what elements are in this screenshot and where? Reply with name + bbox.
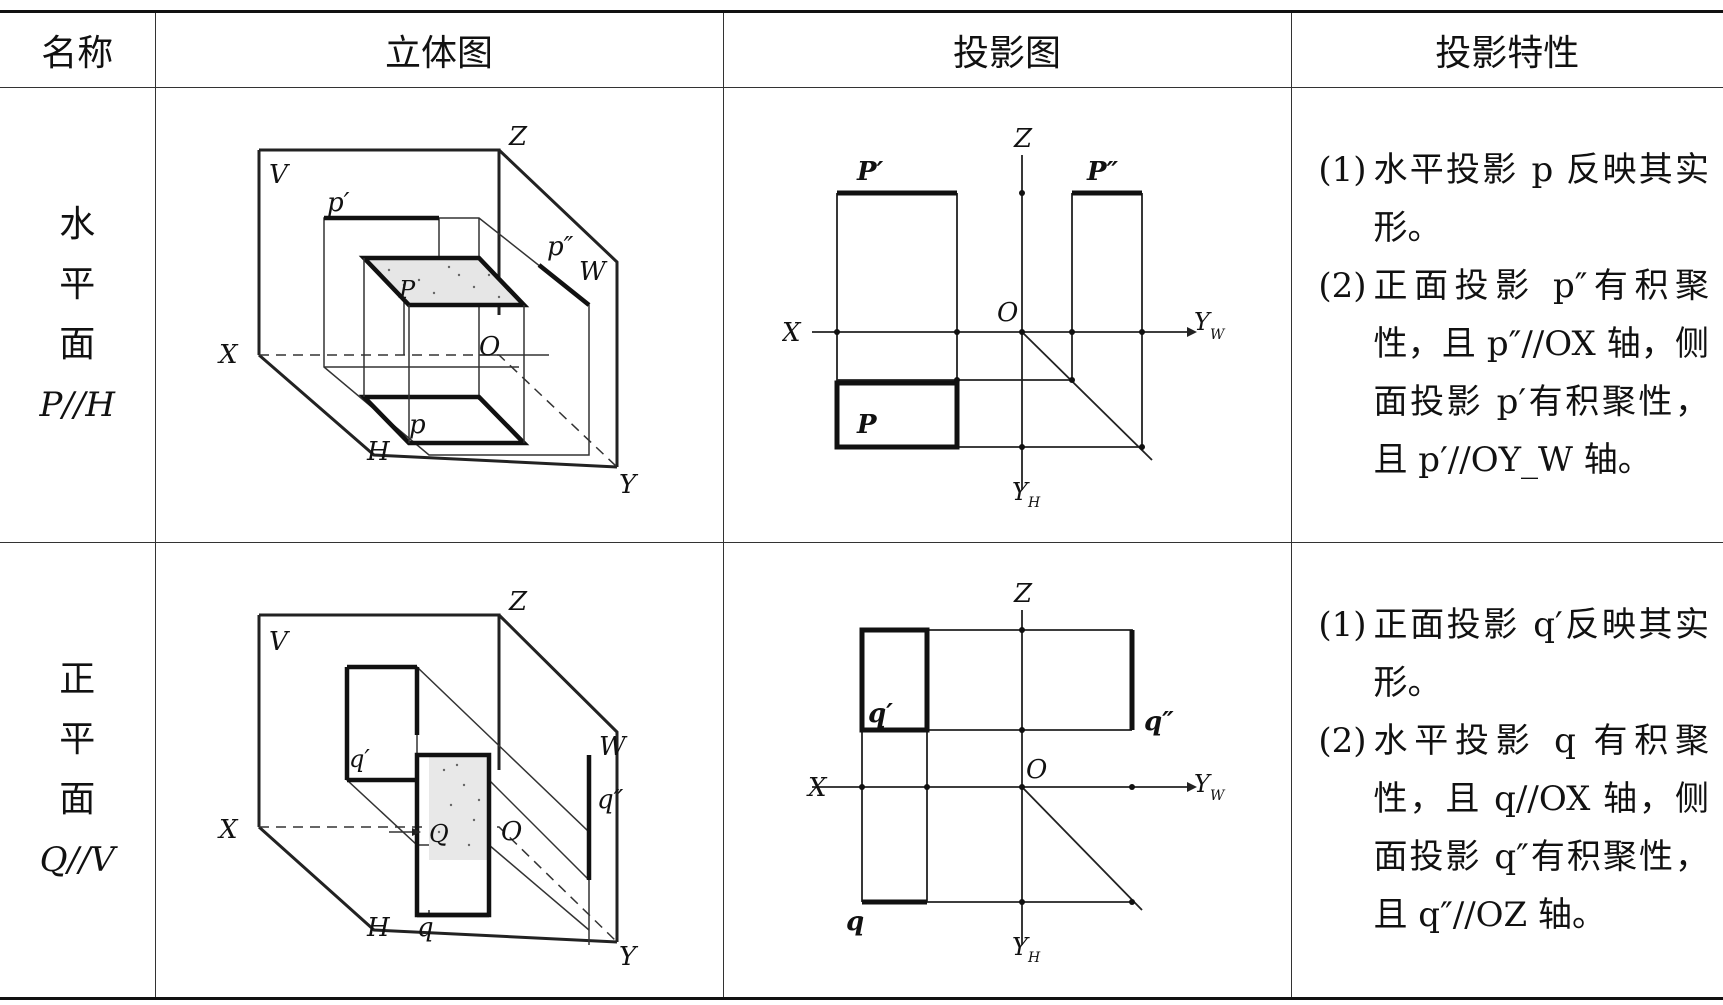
plane-name-cell: 水 平 面 P//H <box>0 87 156 543</box>
property-text: 正面投影 q′反映其实形。 <box>1373 605 1710 703</box>
proj-label-yw: Y <box>1194 770 1212 798</box>
property-number: (2) <box>1318 266 1367 306</box>
solid-label-x: X <box>217 815 239 845</box>
plane-name-char: 平 <box>59 264 96 305</box>
solid-label-o: O <box>501 817 522 847</box>
solid-label-top: p <box>409 410 426 440</box>
projection-figure-cell: Z P′ P″ O X Y W P Y H <box>722 87 1292 543</box>
plane-name-code: Q//V <box>39 840 115 880</box>
properties-cell: (1) 正面投影 q′反映其实形。 (2) 水平投影 q 有积聚性，且 q//O… <box>1290 542 1723 999</box>
property-text: 水平投影 q 有积聚性，且 q//OX 轴，侧面投影 q″有积聚性，且 q″//… <box>1373 721 1710 935</box>
property-item: (1) 正面投影 q′反映其实形。 <box>1312 596 1710 712</box>
property-number: (1) <box>1318 150 1367 190</box>
proj-label-o: O <box>997 298 1018 328</box>
projection-diagram-frontal: Z q′ q″ O X Y W q Y H <box>806 579 1226 966</box>
proj-label-yw-sub: W <box>1210 327 1226 343</box>
plane-name-code: P//H <box>39 385 115 425</box>
proj-label-x: X <box>806 773 828 803</box>
proj-label-top: P <box>856 410 878 440</box>
proj-label-yh-sub: H <box>1027 495 1041 511</box>
solid-label-z: Z <box>508 122 528 152</box>
solid-diagram-horizontal: Z V p′ p″ W P O X p H Y <box>217 122 639 500</box>
proj-label-z: Z <box>1013 579 1033 609</box>
proj-label-yh-sub: H <box>1027 950 1041 966</box>
solid-label-h: H <box>366 913 391 943</box>
solid-label-y: Y <box>619 470 639 500</box>
solid-label-plane: P <box>398 276 416 304</box>
proj-label-side: P″ <box>1086 157 1119 187</box>
solid-label-front: p′ <box>327 188 350 218</box>
header-row: 名称 立体图 投影图 投影特性 <box>0 11 1723 88</box>
proj-label-front: q′ <box>868 699 893 729</box>
properties-cell: (1) 水平投影 p 反映其实形。 (2) 正面投影 p″有积聚性，且 p″//… <box>1290 87 1723 543</box>
plane-name-char: 平 <box>59 719 96 760</box>
solid-label-v: V <box>269 627 290 657</box>
solid-label-side: p″ <box>547 232 574 262</box>
solid-label-h: H <box>366 437 391 467</box>
plane-name-char: 面 <box>59 324 96 365</box>
proj-label-front: P′ <box>856 157 884 187</box>
property-item: (2) 正面投影 p″有积聚性，且 p″//OX 轴，侧面投影 p′有积聚性，且… <box>1312 257 1710 489</box>
proj-label-o: O <box>1026 755 1047 785</box>
proj-label-yw: Y <box>1194 308 1212 336</box>
solid-figure-cell: Z V q′ W q″ Q O X H q Y <box>154 542 724 999</box>
property-item: (2) 水平投影 q 有积聚性，且 q//OX 轴，侧面投影 q″有积聚性，且 … <box>1312 712 1710 944</box>
property-text: 正面投影 p″有积聚性，且 p″//OX 轴，侧面投影 p′有积聚性，且 p′/… <box>1373 266 1710 480</box>
proj-label-yw-sub: W <box>1210 788 1226 804</box>
header-solid: 立体图 <box>154 11 724 88</box>
proj-label-z: Z <box>1013 124 1033 154</box>
table-row: 正 平 面 Q//V <box>0 542 1723 999</box>
header-properties: 投影特性 <box>1290 11 1723 88</box>
solid-label-x: X <box>217 340 239 370</box>
table-row: 水 平 面 P//H <box>0 87 1723 543</box>
solid-label-w: W <box>579 257 608 287</box>
plane-name-char: 正 <box>59 659 96 700</box>
header-name: 名称 <box>0 11 156 88</box>
header-projection: 投影图 <box>722 11 1292 88</box>
solid-label-front: q′ <box>349 745 370 773</box>
plane-name-char: 面 <box>59 779 96 820</box>
projection-figure-cell: Z q′ q″ O X Y W q Y H <box>722 542 1292 999</box>
solid-label-w: W <box>599 732 628 762</box>
property-text: 水平投影 p 反映其实形。 <box>1373 150 1710 248</box>
solid-label-o: O <box>479 332 500 362</box>
projection-diagram-horizontal: Z P′ P″ O X Y W P Y H <box>782 124 1226 511</box>
solid-label-side: q″ <box>597 785 624 815</box>
proj-label-x: X <box>782 318 802 348</box>
proj-label-yh: Y <box>1012 478 1030 506</box>
property-number: (2) <box>1318 721 1367 761</box>
plane-name-char: 水 <box>59 204 96 245</box>
solid-label-z: Z <box>508 587 528 617</box>
property-item: (1) 水平投影 p 反映其实形。 <box>1312 141 1710 257</box>
proj-label-side: q″ <box>1144 707 1174 737</box>
proj-label-yh: Y <box>1012 933 1030 961</box>
solid-label-top: q <box>417 913 434 943</box>
solid-label-y: Y <box>619 942 639 970</box>
solid-diagram-frontal: Z V q′ W q″ Q O X H q Y <box>217 587 639 970</box>
plane-name-cell: 正 平 面 Q//V <box>0 542 156 999</box>
property-number: (1) <box>1318 605 1367 645</box>
solid-figure-cell: Z V p′ p″ W P O X p H Y <box>154 87 724 543</box>
solid-label-plane: Q <box>429 820 449 848</box>
proj-label-top: q <box>846 907 864 937</box>
solid-label-v: V <box>269 160 290 190</box>
projection-table: 名称 立体图 投影图 投影特性 水 平 面 P//H <box>0 10 1723 1000</box>
